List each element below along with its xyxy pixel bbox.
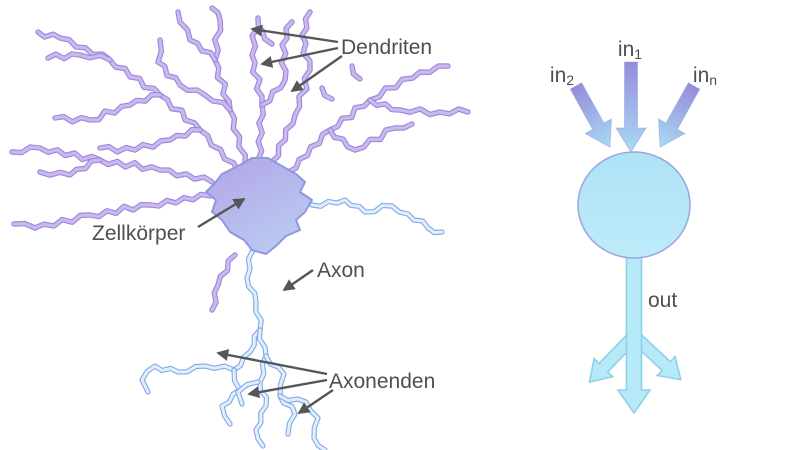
axon-terminals-label: Axonenden <box>329 370 435 393</box>
input-arrow-n <box>658 82 701 149</box>
dendrites-arrow-3 <box>290 55 343 93</box>
output-arrows <box>588 251 682 415</box>
axon-terminals-arrow-1 <box>216 349 328 376</box>
neuron-branch <box>10 145 214 184</box>
neuron-branch <box>176 10 217 62</box>
axon-arrow <box>282 269 314 292</box>
dendrites-label: Dendriten <box>341 36 432 59</box>
neuron-branch <box>309 197 445 236</box>
axon-label: Axon <box>317 259 365 282</box>
label-arrows <box>197 24 343 415</box>
neuron-branch <box>320 86 334 101</box>
neuron-branch <box>245 248 263 332</box>
neuron-branch <box>38 158 102 177</box>
neuron-branch <box>260 20 294 107</box>
axon-terminals-arrow-3 <box>297 389 334 415</box>
neuron-branch <box>156 38 232 112</box>
input-arrows <box>569 61 701 153</box>
dendrites-arrow-1 <box>250 24 339 44</box>
neuron-branch <box>46 52 112 62</box>
neuron-branch <box>36 30 240 174</box>
neuron-branch <box>328 122 414 152</box>
cell-body-arrow <box>197 197 246 229</box>
neuron-branch <box>12 192 212 230</box>
neuron-branch <box>286 64 450 174</box>
output-arrow-right <box>628 330 682 381</box>
input-arrow-2 <box>569 82 612 149</box>
input-n-label: inn <box>693 64 717 88</box>
neuron-branch <box>52 92 163 125</box>
dendrites-drawing <box>9 5 471 313</box>
neuron-branch <box>285 63 451 175</box>
neuron-branch <box>250 16 265 162</box>
neuron-branch <box>310 198 444 235</box>
axon-and-terminals-drawing <box>139 197 445 450</box>
axon-terminals-arrow-2 <box>247 378 328 399</box>
cell-body-shape <box>205 157 313 255</box>
neuron-branch <box>278 394 327 450</box>
input-2-label: in2 <box>550 64 574 88</box>
neuron-branch <box>350 64 362 81</box>
input-1-label: in1 <box>618 38 642 62</box>
neuron-branch <box>368 98 470 117</box>
neuron-branch <box>140 364 236 394</box>
input-arrow-1 <box>615 61 647 153</box>
neuron-branch <box>270 10 312 164</box>
cell-body-label: Zellkörper <box>92 222 185 245</box>
output-label: out <box>648 289 677 312</box>
neuron-branch <box>98 128 202 154</box>
artificial-neuron-node <box>577 151 691 259</box>
dendrites-arrow-2 <box>260 46 339 68</box>
neuron-branch <box>210 253 237 312</box>
neuron-branch <box>236 380 260 406</box>
neuron-branch <box>210 6 247 167</box>
neuron-branch <box>254 328 268 448</box>
neuron-branch <box>53 93 162 124</box>
output-arrow-center <box>616 251 652 415</box>
neuron-branch <box>220 368 242 426</box>
neuron-branch <box>232 328 262 372</box>
